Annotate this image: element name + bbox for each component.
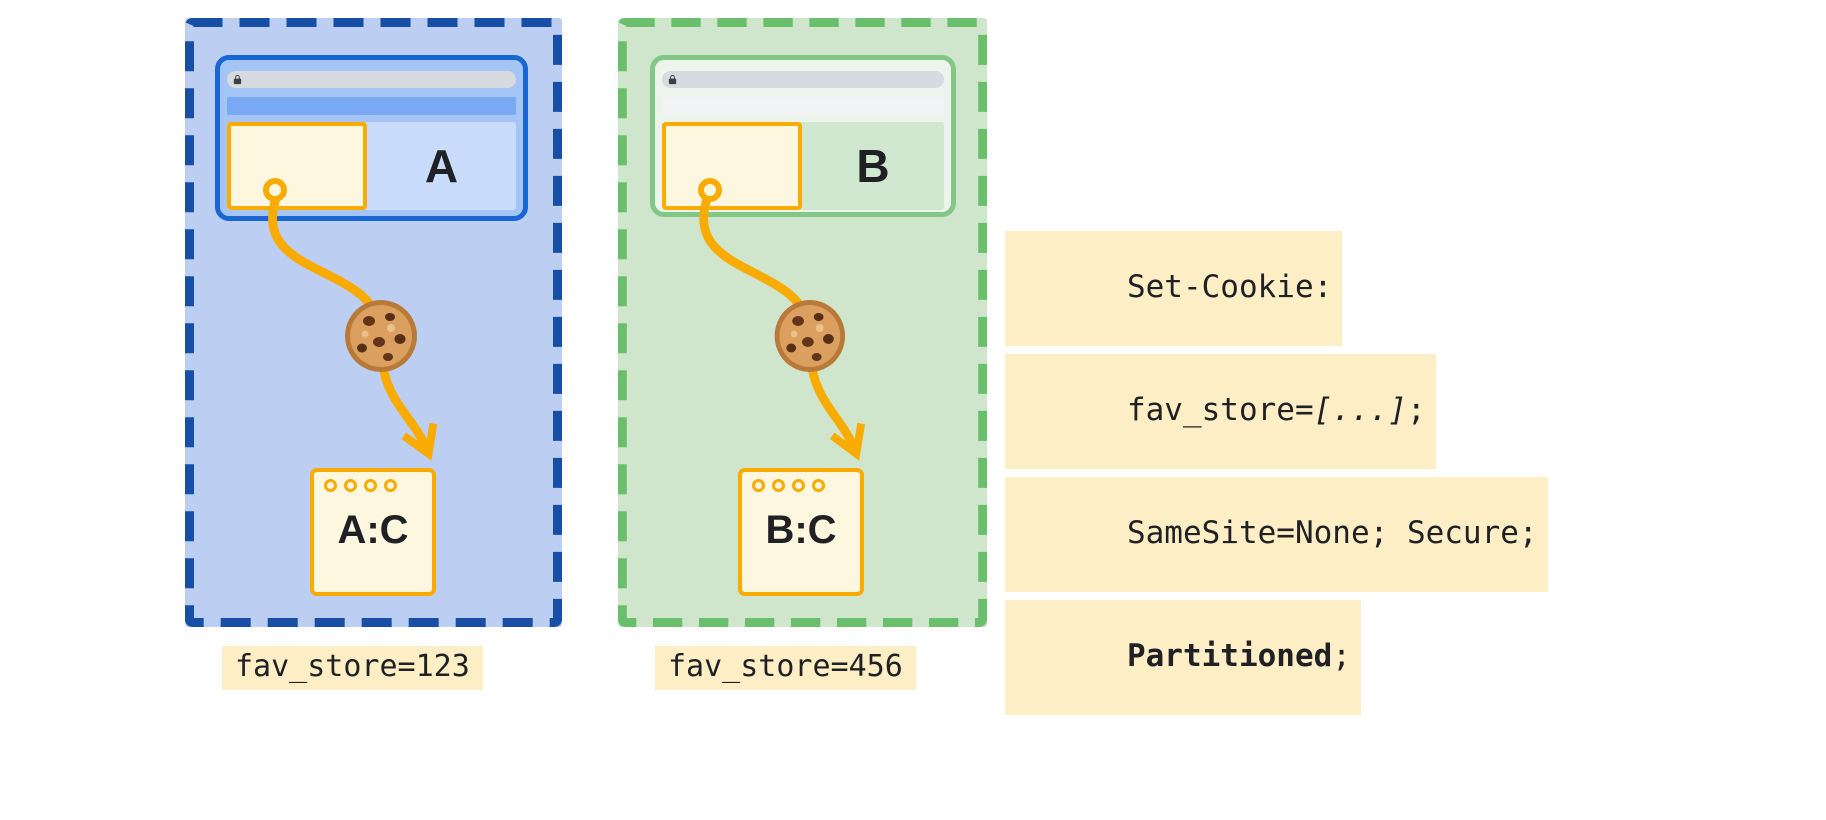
page-content: B [662,122,944,210]
code-text: SameSite=None; Secure; [1126,515,1538,551]
site-label-b: B [856,140,890,192]
cookie-jar-b: B:C [738,468,864,596]
lock-icon [668,74,677,84]
set-cookie-header-code: Set-Cookie: fav_store=[...]; SameSite=No… [1005,231,1548,715]
cookie-arrow [268,197,438,461]
partition-site-a: A A:C [185,18,562,627]
code-text: ; [1406,392,1426,428]
cookie-jar-label-a: A:C [337,508,409,552]
address-bar [227,70,516,88]
code-line-fav-store: fav_store=[...]; [1005,354,1436,469]
browser-toolbar [227,97,516,115]
embedded-iframe [662,122,802,210]
embedded-iframe [227,122,367,210]
lock-icon [233,74,242,84]
jar-dots-icon [742,479,860,492]
cookie-origin-ring-icon [263,178,287,202]
address-bar [662,70,944,88]
code-line-partitioned: Partitioned; [1005,600,1361,715]
browser-window-a: A [215,55,528,221]
partition-site-b: B B:C [618,18,987,627]
cookie-jar-label-b: B:C [765,508,837,552]
browser-window-b: B [650,55,956,217]
code-text: Set-Cookie: [1126,269,1333,305]
cookie-value-b: fav_store=456 [655,646,916,690]
code-text: fav_store= [1126,392,1314,428]
page-content: A [227,122,516,210]
cookie-value-a: fav_store=123 [222,646,483,690]
cookie-arrow [699,197,866,461]
address-bar-row [227,67,516,91]
code-text: ; [1332,638,1351,674]
code-line-samesite: SameSite=None; Secure; [1005,477,1548,592]
site-label-a: A [424,140,459,192]
browser-toolbar [662,97,944,115]
code-keyword: Partitioned [1126,638,1333,674]
cookie-icon [345,300,417,372]
code-placeholder: [...] [1313,392,1407,428]
cookie-origin-ring-icon [698,178,722,202]
cookie-jar-a: A:C [310,468,436,596]
cookie-icon [774,300,846,372]
code-line-set-cookie: Set-Cookie: [1005,231,1343,346]
jar-dots-icon [314,479,432,492]
address-bar-row [662,67,944,91]
